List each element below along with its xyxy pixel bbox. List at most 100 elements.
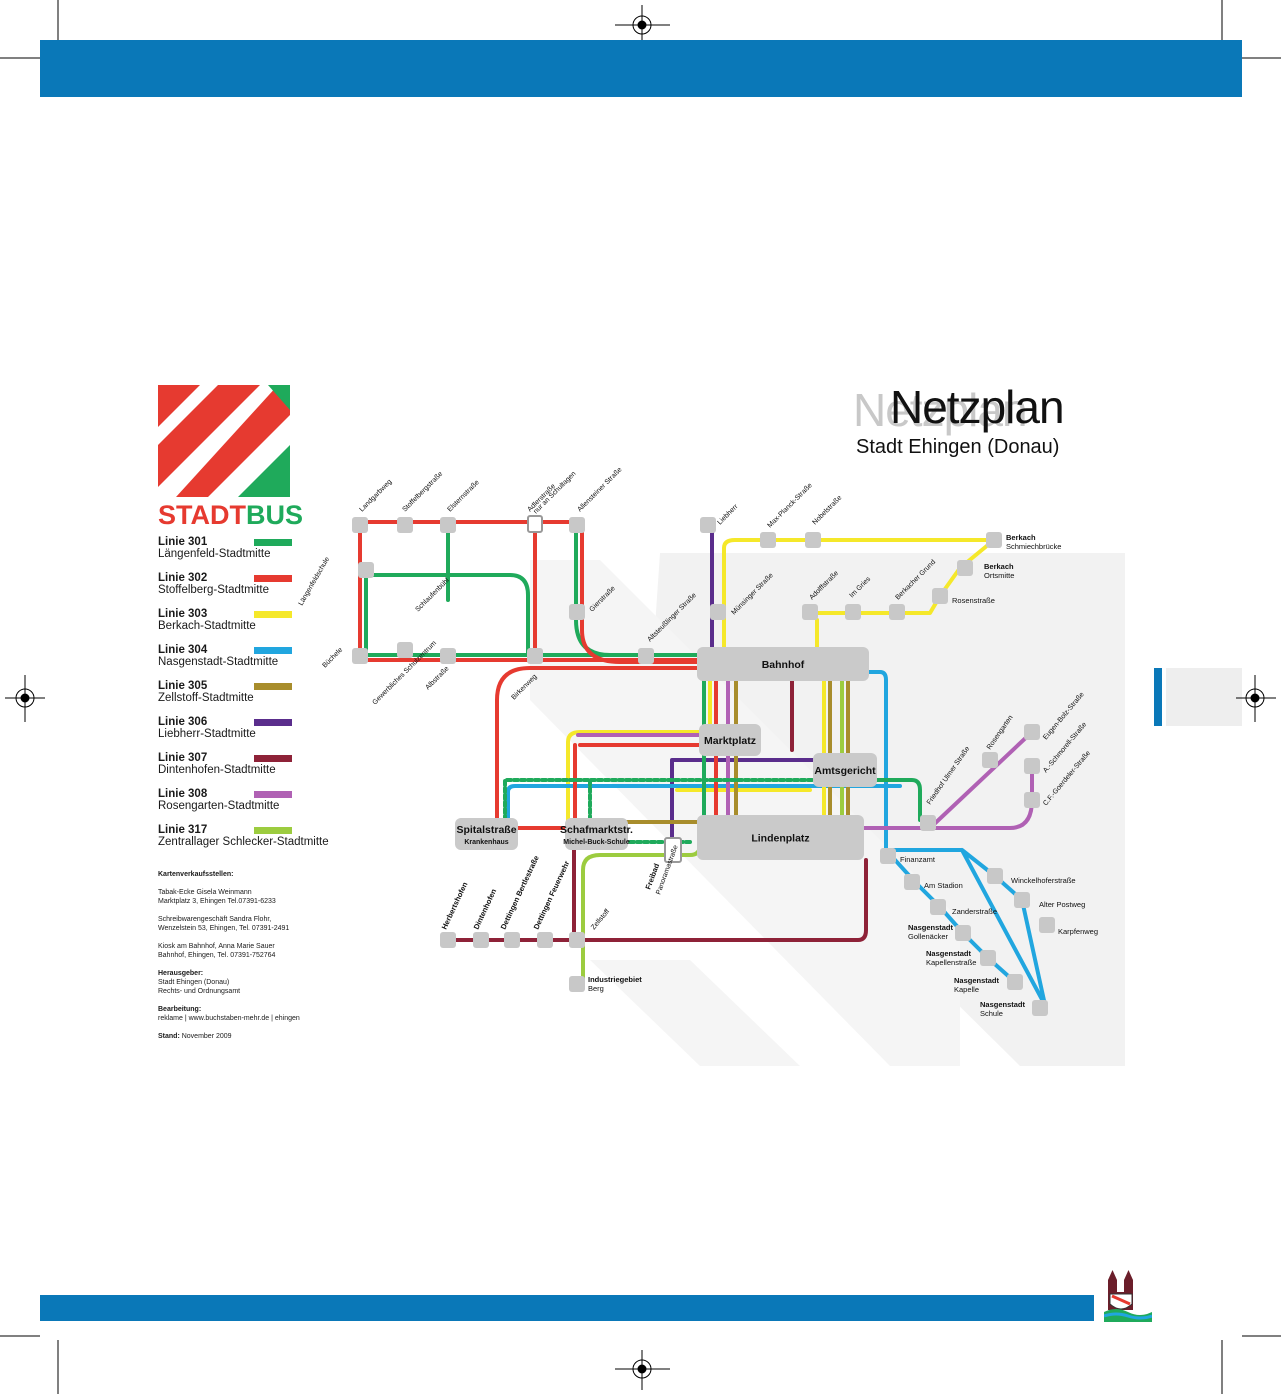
stop-marker [955,925,971,941]
hub-marktplatz-label: Marktplatz [704,735,756,747]
sales-heading: Kartenverkaufsstellen: [158,871,234,878]
hub-amtsgericht: Amtsgericht [813,753,877,787]
legend-line-route: Berkach-Stadtmitte [158,620,256,632]
sales-line: Marktplatz 3, Ehingen Tel.07391-6233 [158,898,276,905]
stop-marker [440,648,456,664]
stop-sublabel: Ortsmitte [984,571,1014,580]
stop-marker [802,604,818,620]
stop-marker [527,648,543,664]
stop-sublabel: Berg [588,984,604,993]
stop-marker [1032,1000,1048,1016]
stop-label: Max-Planck-Straße [766,482,813,529]
stop-marker [986,532,1002,548]
stop-marker [845,604,861,620]
sales-line: Bahnhof, Ehingen, Tel. 07391-752764 [158,952,276,959]
legend-line-name: Linie 302 [158,572,208,584]
stop-marker [638,648,654,664]
stop-label: Liebherr [716,503,740,527]
editor-heading: Bearbeitung: [158,1006,202,1013]
stop-label: Allensteiner Straße [576,466,623,513]
stop-label: Albstraße [424,665,450,691]
sales-line: Kiosk am Bahnhof, Anna Marie Sauer [158,943,275,950]
side-tab-marker [1154,668,1162,726]
status-label: Stand: [158,1033,180,1040]
stop-marker [710,604,726,620]
publisher-line: Rechts- und Ordnungsamt [158,988,241,995]
stop-marker [904,874,920,890]
school-stop-marker [527,515,543,533]
stop-label: Dintenhofen [472,887,499,931]
city-crest-icon [1104,1270,1152,1322]
stop-marker [1024,724,1040,740]
stop-label: Finanzamt [900,855,936,864]
top-blue-band [40,40,1242,97]
stop-marker [397,517,413,533]
legend-line-route: Liebherr-Stadtmitte [158,728,256,740]
stop-marker [1024,792,1040,808]
legend-color-swatch [254,683,292,690]
legend-color-swatch [254,791,292,798]
stop-marker [889,604,905,620]
hub-schafmarkt-label: Schafmarktstr. [560,824,633,836]
freibad-stop-marker [664,837,682,863]
stop-label: Herbertshofen [440,880,470,931]
stop-sublabel: Gollenäcker [908,932,949,941]
stop-marker [569,604,585,620]
hub-lindenplatz-label: Lindenplatz [751,833,809,845]
legend-line-route: Zentrallager Schlecker-Stadtmitte [158,836,329,848]
stop-label: Zanderstraße [952,907,997,916]
stop-marker [932,588,948,604]
stop-marker [1014,892,1030,908]
stop-sublabel: Schule [980,1009,1003,1018]
page-title-shadow: Netzplan [853,384,1028,436]
stop-sublabel: Kapelle [954,985,979,994]
legend-line-name: Linie 301 [158,536,208,548]
legend-line-route: Nasgenstadt-Stadtmitte [158,656,279,668]
legend-line-route: Längenfeld-Stadtmitte [158,548,271,560]
stop-label: Industriegebiet [588,975,642,984]
info-block: Kartenverkaufsstellen: Tabak-Ecke Gisela… [158,870,358,1050]
legend-line-name: Linie 305 [158,680,208,692]
sales-line: Wenzelstein 53, Ehingen, Tel. 07391-2491 [158,925,290,932]
stop-marker [440,517,456,533]
stadtbus-logo-icon [158,385,290,497]
stops-layer [352,515,1055,1016]
stop-marker [352,648,368,664]
stop-marker [805,532,821,548]
stop-label: Rosenstraße [952,596,995,605]
stop-label: Dettingen Feuerwehr [532,859,572,930]
stop-marker [569,517,585,533]
stop-label: Winckelhoferstraße [1011,876,1076,885]
stop-sublabel: Schmiechbrücke [1006,542,1061,551]
stop-marker [504,932,520,948]
hub-bahnhof-label: Bahnhof [762,659,805,671]
stop-label: Stoffelbergstraße [401,471,444,514]
hub-amtsgericht-label: Amtsgericht [814,765,876,777]
sales-line: Tabak-Ecke Gisela Weinmann [158,889,252,896]
publisher-line: Stadt Ehingen (Donau) [158,979,230,986]
stop-marker [352,517,368,533]
stop-label: Berkach [984,562,1014,571]
legend-line-route: Rosengarten-Stadtmitte [158,800,280,812]
page-subtitle: Stadt Ehingen (Donau) [856,436,1060,458]
brand-wordmark: STADTBUS [158,500,304,530]
stop-marker [440,932,456,948]
stop-marker [920,815,936,831]
stop-marker [760,532,776,548]
hub-spitalstrasse-label: Spitalstraße [456,824,516,836]
stop-marker [569,932,585,948]
stop-marker [537,932,553,948]
stop-label: Zellstoff [590,908,611,931]
legend-line-route: Stoffelberg-Stadtmitte [158,584,270,596]
stop-label: Alter Postweg [1039,900,1085,909]
legend-line-name: Linie 317 [158,824,208,836]
